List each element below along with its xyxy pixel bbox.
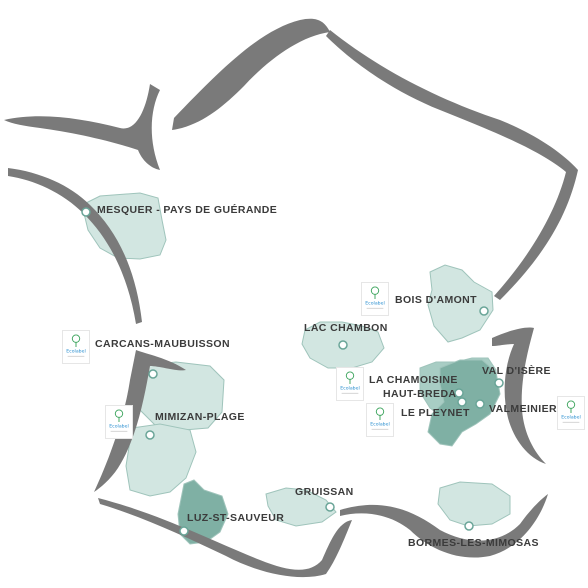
ecolabel-flower-icon: Ecolabel xyxy=(370,407,390,430)
ecolabel-flower-icon: Ecolabel xyxy=(109,409,129,432)
label-val-disere[interactable]: VAL D'ISÈRE xyxy=(482,365,551,377)
marker-bormes[interactable] xyxy=(464,521,474,531)
outline-north-arc xyxy=(172,18,330,130)
marker-mimizan[interactable] xyxy=(145,430,155,440)
label-valmeinier[interactable]: VALMEINIER xyxy=(489,403,557,415)
svg-text:Ecolabel: Ecolabel xyxy=(370,422,389,428)
region-jura[interactable] xyxy=(427,264,494,343)
label-le-pleynet[interactable]: LE PLEYNET xyxy=(401,407,470,419)
outline-normandy xyxy=(4,84,160,170)
svg-text:Ecolabel: Ecolabel xyxy=(561,415,580,421)
ecolabel-flower-icon: Ecolabel xyxy=(365,286,385,309)
marker-carcans[interactable] xyxy=(148,369,158,379)
marker-lac-chambon[interactable] xyxy=(338,340,348,350)
svg-text:Ecolabel: Ecolabel xyxy=(66,349,85,355)
ecolabel-flower-icon: Ecolabel xyxy=(561,400,581,423)
ecolabel-badge-valmeinier: Ecolabel xyxy=(557,396,585,430)
outline-northeast xyxy=(326,30,578,300)
outline-brittany-west xyxy=(8,168,142,324)
region-provence[interactable] xyxy=(437,481,511,527)
markers xyxy=(81,207,504,536)
region-bretagne[interactable] xyxy=(81,192,167,260)
ecolabel-flower-icon: Ecolabel xyxy=(66,334,86,357)
ecolabel-badge-mimizan: Ecolabel xyxy=(105,405,133,439)
label-bormes[interactable]: BORMES-LES-MIMOSAS xyxy=(408,537,539,549)
label-mesquer[interactable]: MESQUER - PAYS DE GUÉRANDE xyxy=(97,204,278,216)
marker-haut-breda[interactable] xyxy=(457,397,467,407)
marker-la-chamoisine[interactable] xyxy=(454,388,464,398)
marker-luz[interactable] xyxy=(179,526,189,536)
outline-med xyxy=(340,494,548,558)
ecolabel-badge-bois-damont: Ecolabel xyxy=(361,282,389,316)
ecolabel-badge-lac-chambon: Ecolabel xyxy=(336,367,364,401)
label-bois-damont[interactable]: BOIS D'AMONT xyxy=(395,294,477,306)
label-luz[interactable]: LUZ-ST-SAUVEUR xyxy=(187,512,285,524)
svg-text:Ecolabel: Ecolabel xyxy=(340,386,359,392)
france-outline xyxy=(4,18,578,578)
label-la-chamoisine[interactable]: LA CHAMOISINE xyxy=(369,374,458,386)
label-carcans[interactable]: CARCANS-MAUBUISSON xyxy=(95,338,230,350)
region-gironde[interactable] xyxy=(139,361,225,431)
region-languedoc[interactable] xyxy=(265,487,337,527)
outline-south xyxy=(98,498,352,578)
marker-bois-damont[interactable] xyxy=(479,306,489,316)
label-mimizan[interactable]: MIMIZAN-PLAGE xyxy=(155,411,245,423)
marker-valmeinier[interactable] xyxy=(475,399,485,409)
label-gruissan[interactable]: GRUISSAN xyxy=(295,486,354,498)
ecolabel-badge-carcans: Ecolabel xyxy=(62,330,90,364)
svg-text:Ecolabel: Ecolabel xyxy=(365,301,384,307)
svg-text:Ecolabel: Ecolabel xyxy=(109,424,128,430)
ecolabel-flower-icon: Ecolabel xyxy=(340,371,360,394)
label-haut-breda[interactable]: HAUT-BREDA xyxy=(383,388,457,400)
ecolabel-badge-le-pleynet: Ecolabel xyxy=(366,403,394,437)
region-landes[interactable] xyxy=(125,423,197,497)
marker-gruissan[interactable] xyxy=(325,502,335,512)
marker-val-disere[interactable] xyxy=(494,378,504,388)
label-lac-chambon[interactable]: LAC CHAMBON xyxy=(304,322,388,334)
marker-mesquer[interactable] xyxy=(81,207,91,217)
outline-atlantic xyxy=(94,350,186,492)
outline-alps xyxy=(492,327,546,464)
